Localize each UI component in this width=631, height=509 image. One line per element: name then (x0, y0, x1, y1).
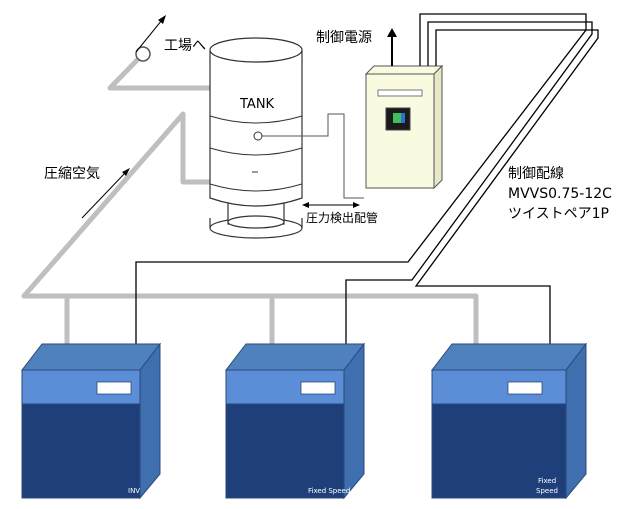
unit-2-label: Fixed Speed (308, 487, 350, 495)
unit-1-nameplate (96, 381, 132, 395)
factory-arrow (135, 15, 166, 53)
tank-label: TANK (239, 97, 275, 112)
compressor-unit-fixed-1: Fixed Speed (224, 342, 366, 500)
unit-3-label-line1: Fixed (538, 477, 556, 485)
wire-3 (414, 29, 599, 349)
factory-pipe (107, 51, 225, 91)
tank (209, 37, 303, 239)
pressure-pipe-arrow (302, 202, 360, 208)
label-to-factory: 工場へ (164, 38, 206, 54)
riser-pipe (21, 111, 225, 299)
main-header-pipe (21, 293, 479, 352)
label-control-power: 制御電源 (316, 30, 372, 46)
pressure-port-icon (253, 131, 263, 141)
unit-3-label-line2: Speed (536, 487, 558, 495)
label-compressed-air: 圧縮空気 (44, 166, 100, 182)
control-wiring (135, 13, 599, 349)
unit-1-label: INV (128, 487, 140, 495)
unit-2-nameplate (300, 381, 336, 395)
label-wiring-title: 制御配線 (508, 166, 564, 182)
wire-2 (345, 21, 593, 349)
compressor-unit-fixed-2: Fixed Speed (430, 342, 588, 500)
unit-3-nameplate (507, 381, 543, 395)
label-pressure-pipe: 圧力検出配管 (306, 210, 378, 225)
label-wiring-pair: ツイストペア1P (508, 206, 609, 222)
label-wiring-cable: MVVS0.75-12C (508, 186, 612, 202)
compressor-unit-inv: INV (20, 342, 162, 500)
valve-icon (135, 46, 151, 62)
pressure-detection-line (262, 113, 364, 199)
compressed-air-arrow (81, 168, 130, 219)
air-piping (21, 51, 479, 352)
control-panel (364, 28, 444, 190)
